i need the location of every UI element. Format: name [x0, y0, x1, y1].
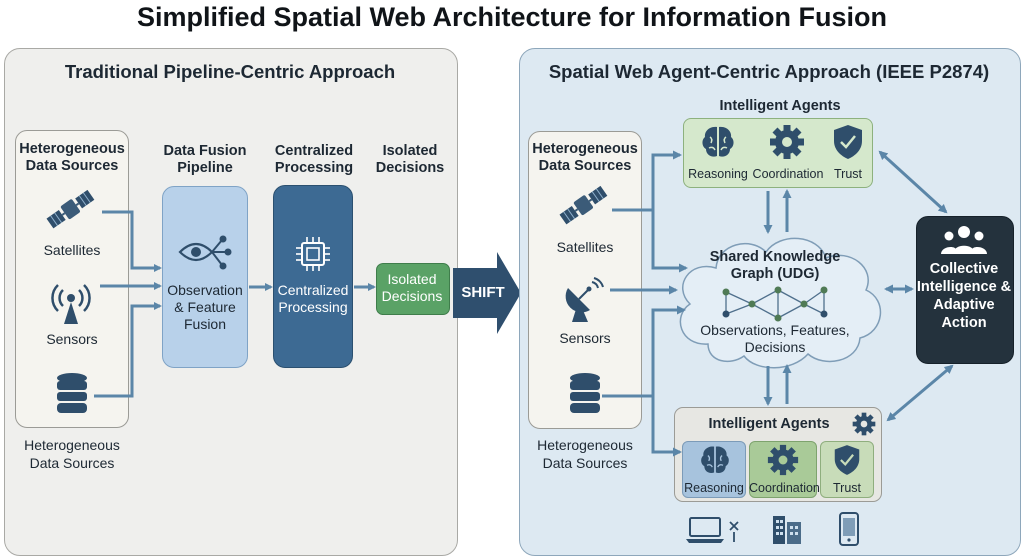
database-icon: [57, 373, 87, 413]
left-sources-title: Heterogeneous Data Sources: [19, 141, 125, 174]
gear-icon: [852, 412, 876, 436]
cpu-chip-icon: [296, 237, 330, 271]
satellite-dish-icon: [565, 277, 604, 322]
gear-icon: [770, 125, 804, 159]
agents-bottom-title: Intelligent Agents: [708, 416, 830, 432]
shift-arrow-icon: [453, 252, 521, 334]
left-sources-caption: Heterogeneous Data Sources: [24, 437, 120, 471]
graph-network-icon: [722, 286, 828, 322]
collective-intelligence-box: [916, 216, 1014, 364]
left-panel-title: Traditional Pipeline-Centric Approach: [64, 61, 396, 82]
shield-check-icon: [834, 445, 860, 475]
knowledge-graph-title: Shared Knowledge Graph (UDG): [709, 249, 841, 282]
right-sources-title: Heterogeneous Data Sources: [532, 141, 638, 174]
decisions-title: Isolated Decisions: [375, 143, 445, 176]
smartphone-icon: [839, 512, 859, 546]
eye-network-icon: [178, 235, 232, 270]
laptop-icon: [686, 517, 739, 543]
right-panel-title: Spatial Web Agent-Centric Approach (IEEE…: [548, 61, 990, 82]
pipeline-title: Data Fusion Pipeline: [163, 143, 247, 176]
agents-bottom-trust: Trust: [832, 481, 861, 495]
left-source-label-sensors: Sensors: [46, 331, 98, 347]
brain-icon: [701, 446, 729, 473]
right-source-label-satellites: Satellites: [556, 239, 614, 255]
diagram-title: Simplified Spatial Web Architecture for …: [136, 2, 888, 32]
left-source-label-satellites: Satellites: [43, 242, 101, 258]
agents-bottom-reasoning: Reasoning: [684, 481, 744, 495]
database-icon: [570, 373, 600, 413]
collective-intelligence-label: Collective Intelligence & Adaptive Actio…: [916, 261, 1012, 331]
agents-top-reasoning: Reasoning: [688, 167, 748, 181]
agents-bottom-coordination: Coordination: [749, 481, 820, 495]
right-source-label-sensors: Sensors: [559, 330, 611, 346]
brain-icon: [702, 126, 734, 157]
processing-title: Centralized Processing: [274, 143, 354, 176]
gear-icon: [767, 444, 799, 476]
people-icon: [941, 226, 987, 254]
agents-top-title: Intelligent Agents: [719, 98, 841, 114]
fusion-box: [162, 186, 248, 368]
agents-top-trust: Trust: [833, 167, 862, 181]
right-sources-caption: Heterogeneous Data Sources: [537, 437, 633, 471]
agents-top-coordination: Coordination: [752, 167, 824, 181]
isolated-decisions-box: [376, 263, 450, 315]
fusion-box-label: Observation & Feature Fusion: [167, 282, 243, 332]
isolated-decisions-label: Isolated Decisions: [381, 271, 443, 304]
processing-box-label: Centralized Processing: [277, 282, 349, 315]
building-icon: [773, 516, 801, 544]
processing-box: [273, 185, 353, 368]
sensor-icon: [51, 284, 91, 324]
shift-label: SHIFT: [461, 284, 505, 301]
knowledge-graph-subtitle: Observations, Features, Decisions: [700, 322, 850, 355]
shield-check-icon: [834, 125, 862, 159]
satellite-icon: [46, 189, 95, 229]
satellite-icon: [559, 185, 608, 225]
